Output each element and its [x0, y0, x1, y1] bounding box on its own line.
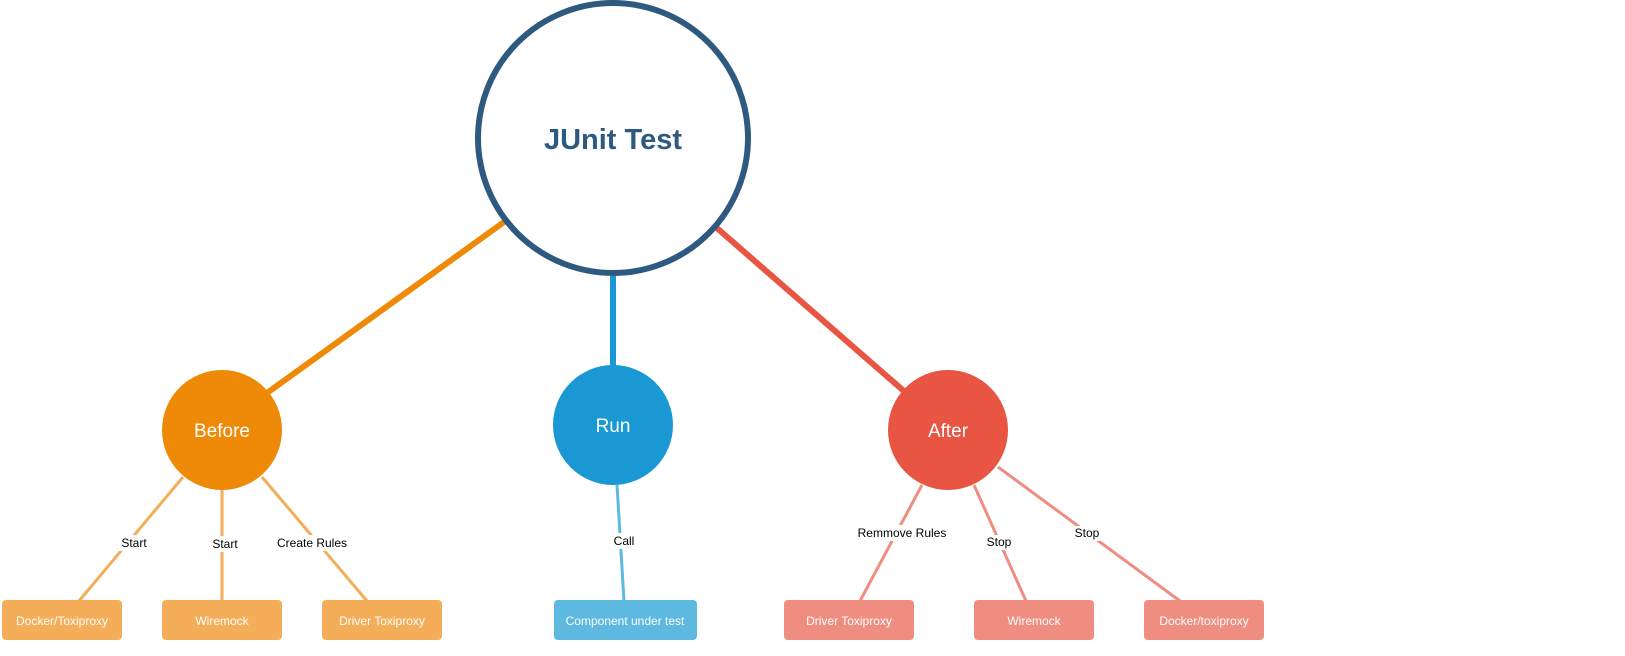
phase-label-after: After — [928, 421, 969, 442]
connector-root-after — [715, 226, 908, 395]
edge-label-before-1: Start — [117, 535, 151, 551]
svg-text:Start: Start — [212, 537, 238, 551]
leaf-node-before-2: Wiremock — [162, 600, 282, 640]
svg-text:Wiremock: Wiremock — [195, 614, 249, 628]
leaf-node-before-1: Docker/Toxiproxy — [2, 600, 122, 640]
svg-text:Driver Toxiproxy: Driver Toxiproxy — [339, 614, 425, 628]
svg-text:Wiremock: Wiremock — [1007, 614, 1061, 628]
leaf-node-after-3: Docker/toxiproxy — [1144, 600, 1264, 640]
svg-text:Driver Toxiproxy: Driver Toxiproxy — [806, 614, 892, 628]
connector-root-before — [264, 219, 507, 396]
svg-text:Call: Call — [614, 534, 635, 548]
svg-text:Docker/toxiproxy: Docker/toxiproxy — [1159, 614, 1248, 628]
edge-label-after-3: Stop — [1073, 526, 1101, 541]
leaf-node-after-1: Driver Toxiproxy — [784, 600, 914, 640]
phase-node-after: After — [888, 370, 1008, 490]
edge-label-run-1: Call — [610, 533, 638, 549]
edge-label-before-2: Start — [207, 536, 241, 552]
svg-text:Stop: Stop — [987, 535, 1012, 549]
leaf-node-before-3: Driver Toxiproxy — [322, 600, 442, 640]
phase-node-run: Run — [553, 365, 673, 485]
edge-label-before-3: Create Rules — [275, 535, 349, 551]
svg-text:Docker/Toxiproxy: Docker/Toxiproxy — [16, 614, 108, 628]
svg-text:Stop: Stop — [1075, 526, 1100, 540]
leaf-node-run-1: Component under test — [554, 600, 697, 640]
edge-label-after-2: Stop — [985, 535, 1013, 550]
svg-text:Create Rules: Create Rules — [277, 536, 347, 550]
svg-text:Component under test: Component under test — [566, 614, 685, 628]
edge-label-after-1: Remmove Rules — [856, 525, 948, 541]
phase-label-before: Before — [194, 421, 250, 442]
svg-text:Start: Start — [121, 536, 147, 550]
root-node: JUnit Test — [475, 0, 751, 276]
edge-after-leaf-1 — [858, 484, 924, 602]
leaf-node-after-2: Wiremock — [974, 600, 1094, 640]
phase-node-before: Before — [162, 370, 282, 490]
svg-text:Remmove Rules: Remmove Rules — [858, 526, 947, 540]
phase-label-run: Run — [596, 416, 631, 437]
root-label: JUnit Test — [544, 124, 682, 156]
